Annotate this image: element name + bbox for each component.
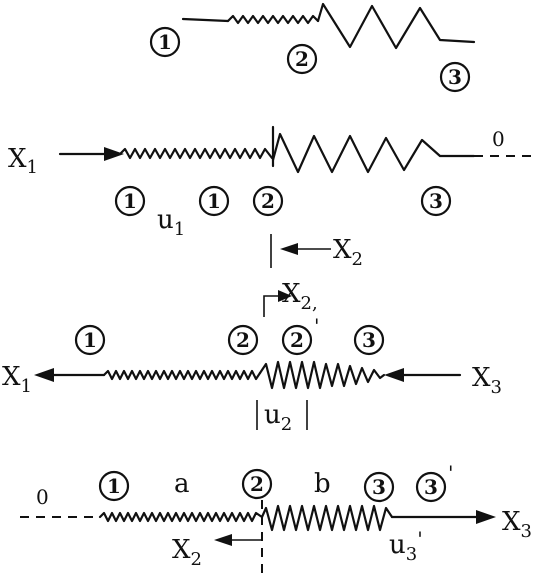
panel2-marker-1b: 1 (198, 185, 230, 217)
svg-text:3: 3 (429, 189, 443, 213)
panel3-spring-coarse (258, 360, 386, 390)
panel4-x3-arrowhead (476, 510, 496, 524)
panel2-spring-coarse (271, 132, 476, 174)
panel3-x2p-arrowhead (278, 290, 292, 302)
svg-text:3: 3 (448, 65, 462, 89)
panel1-spring-coarse (316, 2, 476, 50)
panel3-marker-3: 3 (353, 324, 385, 356)
panel4-u3-label: u3' (389, 527, 423, 565)
panel1-marker-3: 3 (439, 61, 471, 93)
panel3-x2p-label: X2, (282, 279, 318, 314)
panel1-spring-fine (226, 14, 320, 25)
panel4-spring-fine (98, 511, 264, 523)
panel2-x2-arrowhead (280, 243, 298, 255)
panel-3: X2, 1 2 2 ' 3 X1 X3 u2 (2, 279, 502, 435)
svg-text:3: 3 (372, 475, 386, 499)
panel3-u2-label: u2 (264, 400, 292, 435)
panel2-zero-label: 0 (492, 127, 505, 151)
svg-text:': ' (448, 461, 454, 485)
panel4-x2-arrowhead (214, 534, 232, 546)
panel-1: 1 2 3 (149, 2, 476, 93)
panel2-u1-label: u1 (157, 205, 185, 240)
panel3-marker-2: 2 (227, 324, 259, 356)
panel3-x1-label: X1 (2, 362, 32, 397)
panel4-x3-label: X3 (502, 507, 532, 542)
panel4-marker-3-prime: 3 ' (415, 461, 454, 503)
svg-text:1: 1 (158, 30, 172, 54)
svg-text:2: 2 (295, 47, 309, 71)
panel3-x2p-bracket (263, 295, 282, 317)
panel4-marker-3: 3 (363, 471, 395, 503)
panel3-x1-arrowhead (34, 368, 54, 382)
panel2-x1-arrowhead (104, 147, 124, 161)
panel4-b-label: b (314, 469, 331, 499)
panel3-marker-2-prime: 2 ' (281, 314, 320, 356)
panel1-marker-1: 1 (149, 26, 181, 58)
svg-text:1: 1 (83, 328, 97, 352)
panel1-marker-2: 2 (286, 43, 318, 75)
svg-text:': ' (314, 314, 320, 338)
svg-text:1: 1 (107, 474, 121, 498)
panel3-spring-fine (102, 369, 262, 381)
panel2-marker-2: 2 (252, 185, 284, 217)
panel2-marker-3: 3 (420, 185, 452, 217)
panel4-spring-coarse (260, 504, 394, 532)
panel2-spring-fine (118, 147, 274, 160)
panel2-x1-label: X1 (8, 144, 38, 178)
svg-text:2: 2 (290, 328, 304, 352)
panel1-spring-lead (181, 17, 230, 23)
svg-text:3: 3 (362, 328, 376, 352)
panel4-marker-2: 2 (241, 468, 273, 500)
svg-text:2: 2 (236, 328, 250, 352)
panel3-marker-1: 1 (74, 324, 106, 356)
svg-text:3: 3 (424, 475, 438, 499)
panel-4: 0 1 a 2 b 3 3 ' X3 X2 u3' (20, 461, 532, 575)
svg-text:1: 1 (123, 189, 137, 213)
panel2-marker-1a: 1 (114, 185, 146, 217)
panel2-x2-label: X2 (333, 235, 363, 270)
svg-text:2: 2 (261, 189, 275, 213)
panel4-zero-label: 0 (36, 485, 49, 509)
panel-2: X1 0 1 u1 1 2 3 X2 (8, 125, 537, 270)
panel3-x3-arrowhead (384, 368, 404, 382)
panel3-x3-label: X3 (472, 363, 502, 398)
panel4-a-label: a (174, 469, 190, 499)
panel4-x2-label: X2 (172, 535, 202, 570)
svg-text:1: 1 (207, 189, 221, 213)
svg-text:2: 2 (250, 472, 264, 496)
panel4-marker-1: 1 (98, 470, 130, 502)
